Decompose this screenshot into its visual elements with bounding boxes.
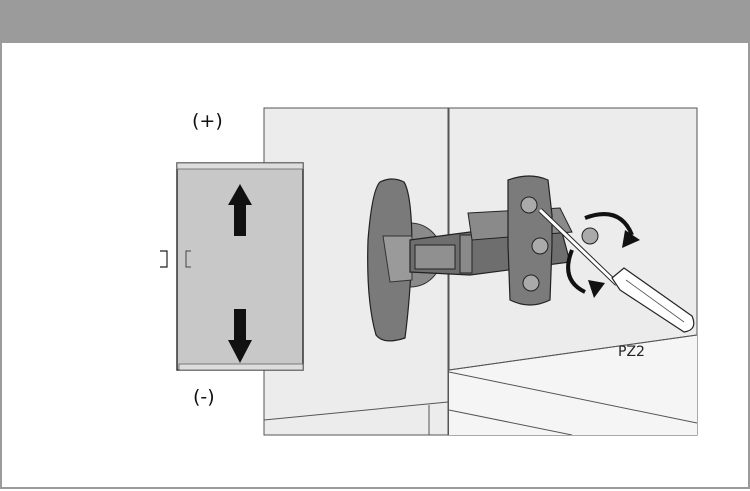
mounting-plate (507, 175, 553, 306)
screw-bottom (522, 274, 540, 292)
hinge-cup-marker-left (160, 250, 168, 268)
screw-center (531, 237, 549, 255)
arrow-up-icon (228, 184, 252, 236)
shelf-line (448, 334, 698, 371)
screwdriver-size-label: PZ2 (618, 344, 645, 360)
adjustment-screw (581, 227, 599, 245)
door-bottom-line (263, 401, 449, 421)
screwdriver-handle (611, 267, 695, 333)
rotate-arrow-icon (584, 212, 634, 236)
header-bar (0, 0, 750, 43)
adjust-plus-label: (+) (192, 110, 223, 132)
rotate-arrow-icon-2 (566, 249, 586, 294)
arrow-down-icon (228, 309, 252, 363)
hinge-cup-marker-right (185, 250, 191, 268)
screw-top (520, 196, 538, 214)
adjust-minus-label: (-) (193, 386, 215, 408)
